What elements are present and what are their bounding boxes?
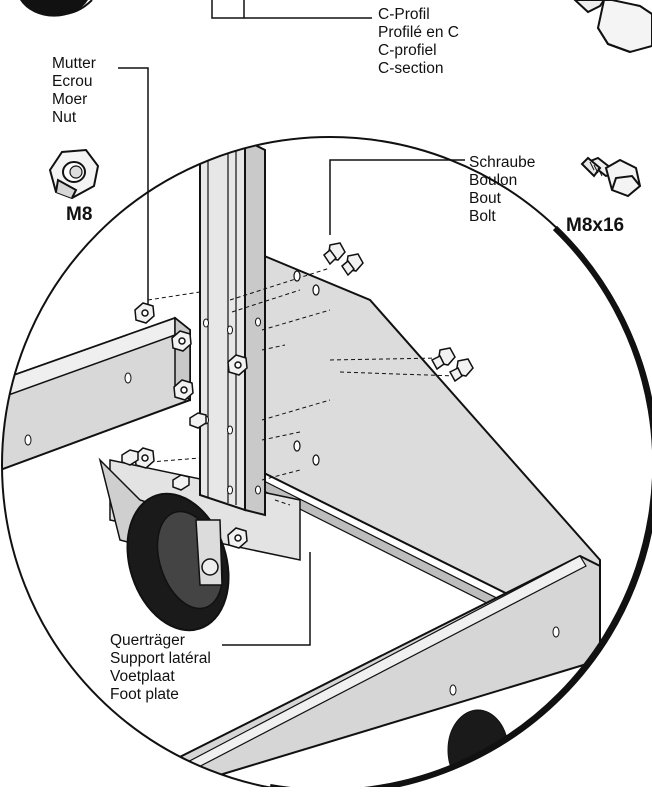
label-line: Support latéral — [110, 650, 211, 667]
label-nut: Mutter Ecrou Moer Nut — [52, 55, 96, 127]
bolt-size-label: M8x16 — [566, 215, 625, 236]
label-c-profile: C-Profil Profilé en C C-profiel C-sectio… — [378, 6, 459, 78]
label-line: Nut — [52, 109, 77, 126]
left-cross-beam — [2, 316, 191, 472]
label-line: C-profiel — [378, 42, 437, 59]
label-line: C-Profil — [378, 6, 430, 23]
nut-icon — [48, 148, 100, 200]
label-line: Bolt — [469, 208, 496, 225]
label-line: Moer — [52, 91, 88, 108]
label-foot-plate: Querträger Support latéral Voetplaat Foo… — [110, 632, 211, 704]
bolt-icon — [580, 156, 642, 198]
label-line: Voetplaat — [110, 668, 175, 685]
magnifier-circle — [1, 136, 652, 792]
label-line: Foot plate — [110, 686, 179, 703]
assembly-nuts — [121, 302, 248, 549]
caster-wheel — [98, 457, 230, 632]
nut-size-label: M8 — [66, 204, 93, 225]
assembly-bolts — [323, 242, 474, 383]
label-line: Profilé en C — [378, 24, 459, 41]
label-line: Querträger — [110, 632, 185, 649]
label-line: Bout — [469, 190, 501, 207]
label-line: Ecrou — [52, 73, 93, 90]
label-line: Schraube — [469, 154, 536, 171]
label-line: C-section — [378, 60, 444, 77]
label-line: Boulon — [469, 172, 518, 189]
label-line: Mutter — [52, 55, 96, 72]
label-bolt: Schraube Boulon Bout Bolt — [469, 154, 535, 226]
bolt-large-icon — [573, 0, 652, 54]
c-profile-upright — [199, 138, 266, 517]
